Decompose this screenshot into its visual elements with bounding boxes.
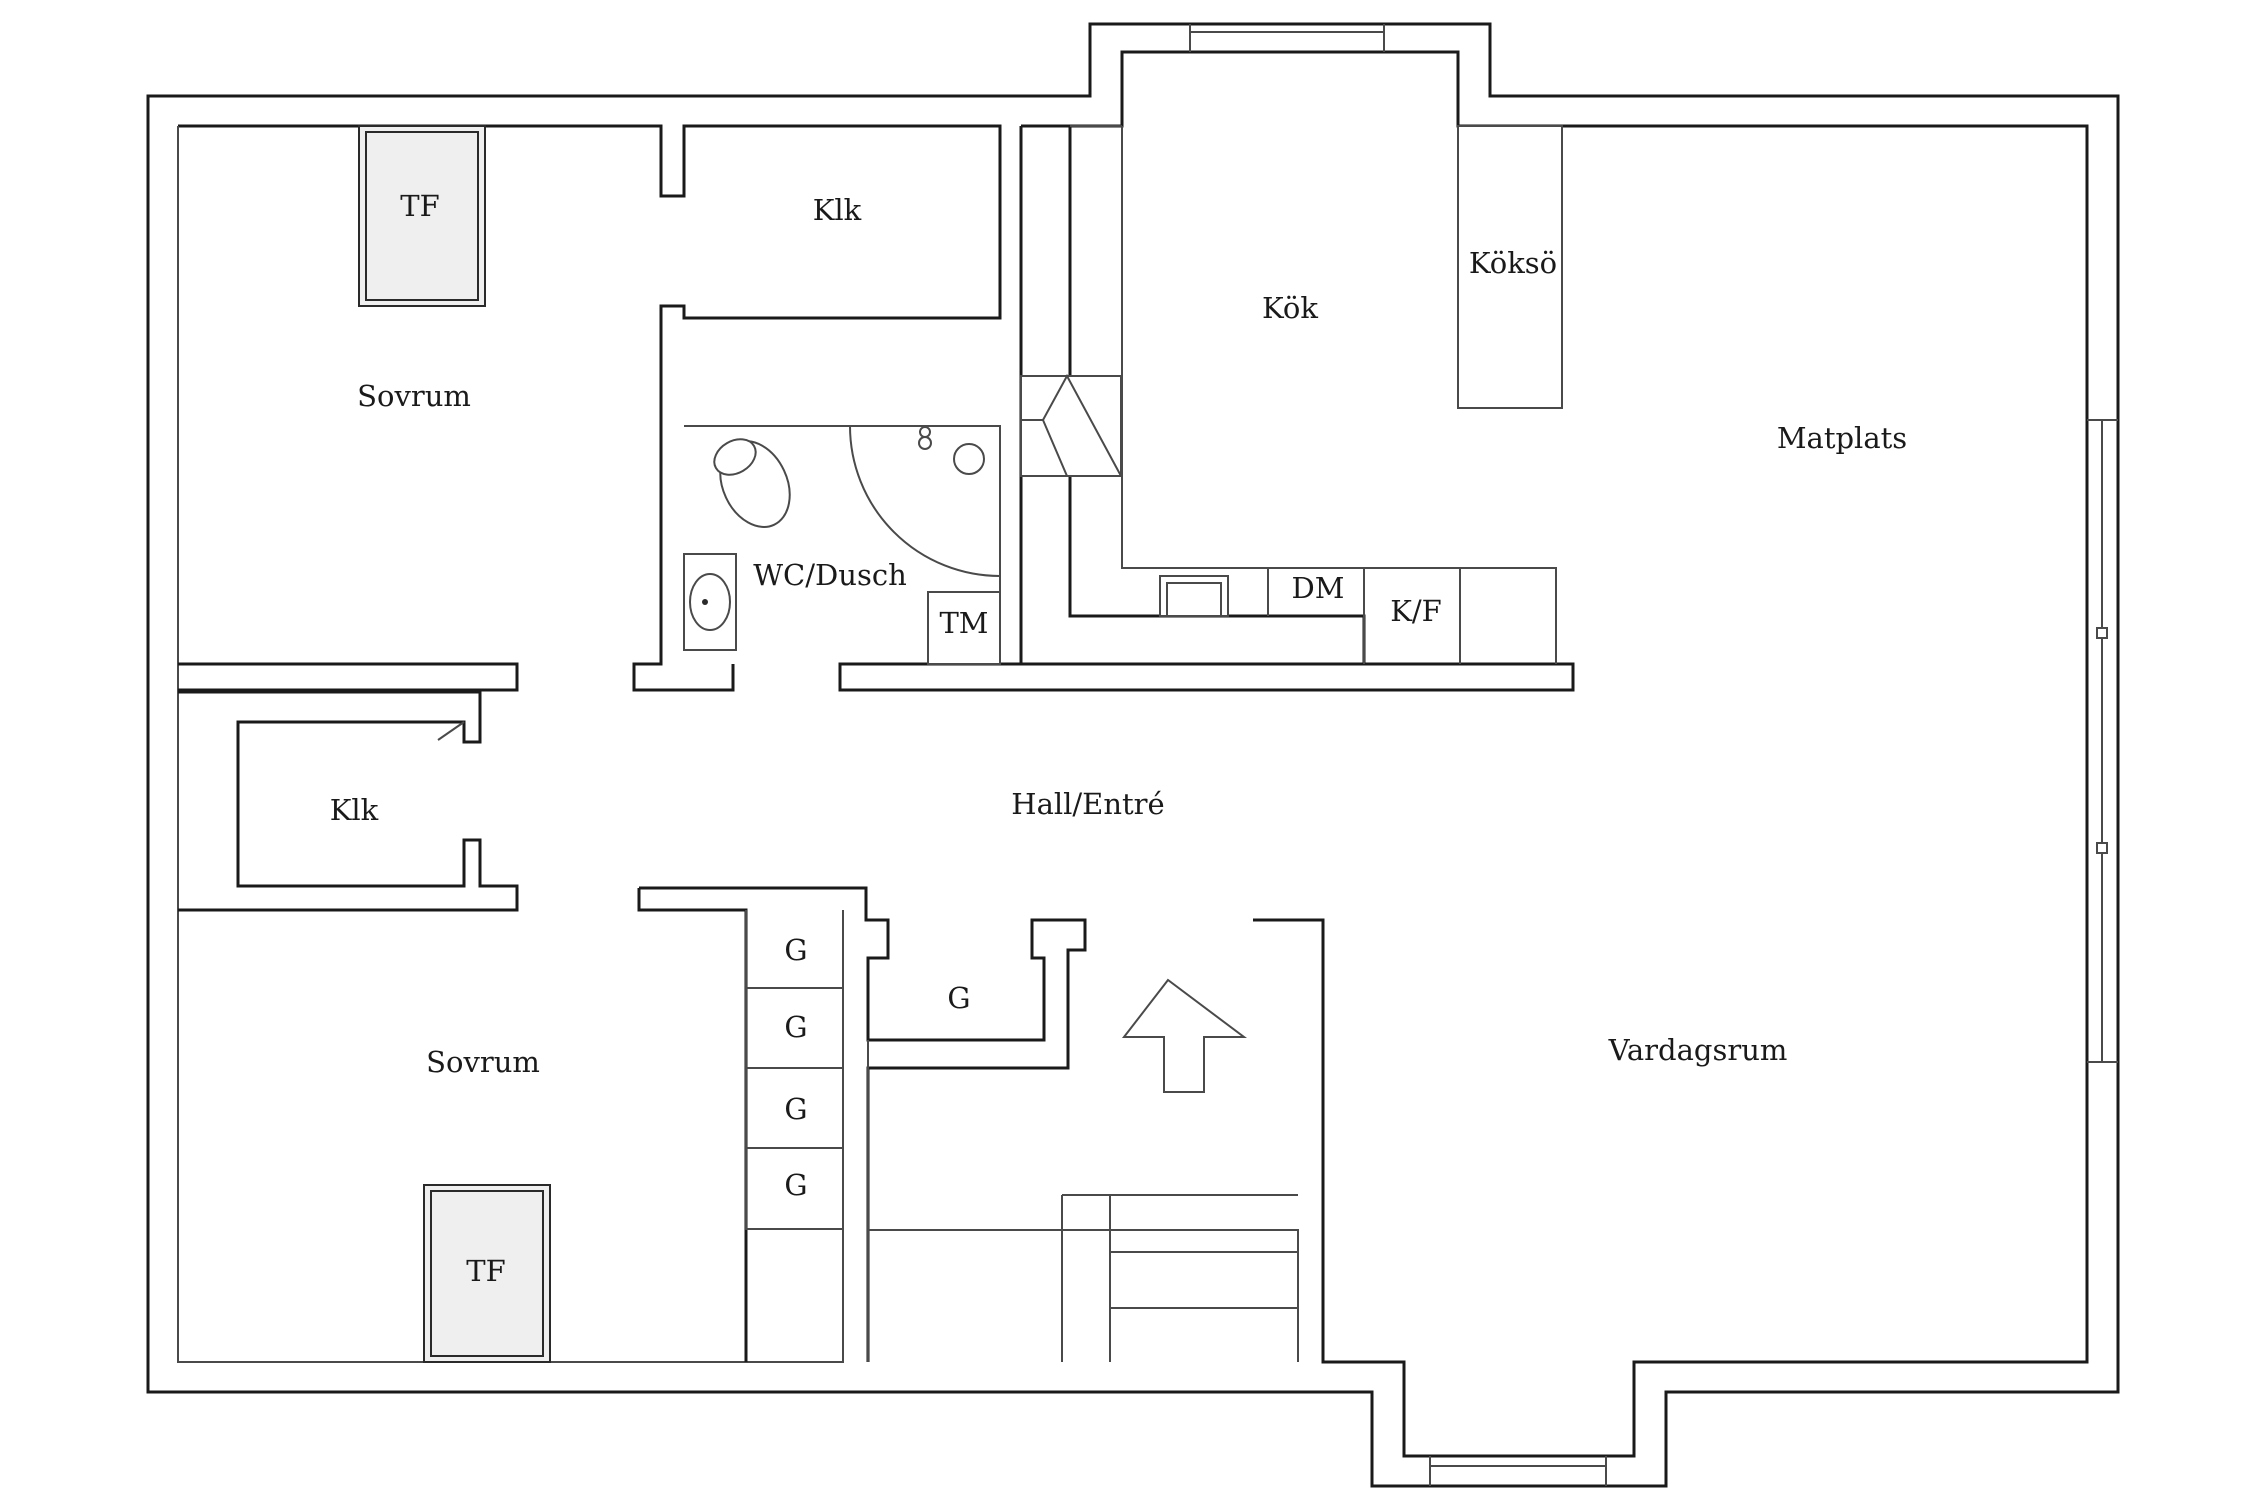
- wardrobes: [358, 125, 551, 1363]
- room-label-closet-top: Klk: [813, 193, 862, 227]
- bathroom: [683, 425, 1001, 665]
- toilet-icon: [713, 438, 791, 528]
- fixture-label-wardrobe-bottom: TF: [466, 1254, 505, 1288]
- room-label-closet-left: Klk: [330, 793, 379, 827]
- fixture-label-washer: TM: [939, 606, 988, 640]
- room-label-hall: Hall/Entré: [1011, 787, 1164, 821]
- interior-walls: [178, 124, 1575, 1362]
- kitchen-counters: [1019, 125, 1563, 666]
- arrow-up-icon: [1121, 978, 1247, 1093]
- room-label-bedroom-top: Sovrum: [357, 379, 471, 413]
- outer-walls: [146, 22, 2120, 1488]
- hall-storage: [745, 910, 1299, 1362]
- room-label-bedroom-bottom: Sovrum: [426, 1045, 540, 1079]
- room-label-kitchen: Kök: [1262, 291, 1318, 325]
- sink-icon: [683, 553, 737, 651]
- room-label-living: Vardagsrum: [1608, 1033, 1788, 1067]
- fixture-label-storage-2: G: [784, 1010, 807, 1044]
- fixture-label-dishwasher: DM: [1292, 571, 1345, 605]
- fixture-label-fridge-freezer: K/F: [1390, 594, 1442, 628]
- fixture-label-storage-5: G: [947, 981, 970, 1015]
- room-label-bath: WC/Dusch: [753, 558, 907, 592]
- fixture-label-wardrobe-top: TF: [400, 189, 439, 223]
- room-label-kitchen-island: Köksö: [1469, 246, 1557, 280]
- fixture-label-storage-3: G: [784, 1092, 807, 1126]
- room-label-dining: Matplats: [1777, 421, 1907, 455]
- fixture-label-storage-4: G: [784, 1168, 807, 1202]
- fixture-label-storage-1: G: [784, 933, 807, 967]
